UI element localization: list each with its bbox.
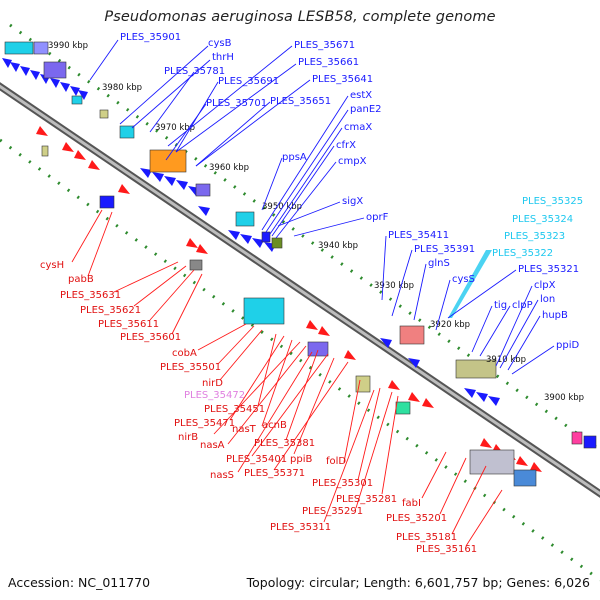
gene-label: PLES_35281 bbox=[336, 494, 397, 505]
tick-label: 3920 kbp bbox=[430, 320, 470, 330]
gene-label: PLES_35901 bbox=[120, 32, 181, 43]
gene-label: PLES_35181 bbox=[396, 532, 457, 543]
tick-tracks bbox=[0, 23, 600, 582]
gene-label: folD bbox=[326, 456, 346, 467]
gene-label: cysB bbox=[208, 38, 232, 49]
tick-label: 3970 kbp bbox=[155, 123, 195, 133]
gene-label: PLES_35781 bbox=[164, 66, 225, 77]
gene-label: glnS bbox=[428, 258, 450, 269]
gene-label: sigX bbox=[342, 196, 363, 207]
gene-label: lon bbox=[540, 294, 555, 305]
forward-strand-blocks bbox=[4, 41, 597, 449]
highlight-band bbox=[448, 250, 492, 318]
tick-label: 3980 kbp bbox=[102, 83, 142, 93]
gene-label: PLES_35291 bbox=[302, 506, 363, 517]
gene-label: ppsA bbox=[282, 152, 307, 163]
tick-track-inner bbox=[0, 138, 600, 582]
gene-label: cfrX bbox=[336, 140, 356, 151]
tick-label: 3900 kbp bbox=[544, 393, 584, 403]
gene-label: nirD bbox=[202, 378, 223, 389]
gene-label: PLES_35501 bbox=[160, 362, 221, 373]
gene-label: PLES_35325 bbox=[522, 196, 583, 207]
gene-label: ppiD bbox=[556, 340, 579, 351]
gene-label: ppiB bbox=[290, 454, 312, 465]
backbone bbox=[0, 82, 600, 498]
gene-label: PLES_35371 bbox=[244, 468, 305, 479]
gene-label: cmpX bbox=[338, 156, 367, 167]
highlight-labels: PLES_35325 PLES_35324 PLES_35323 PLES_35… bbox=[492, 196, 583, 259]
gene-label: nasS bbox=[210, 470, 234, 481]
gene-label: PLES_35621 bbox=[80, 305, 141, 316]
gene-label: PLES_35671 bbox=[294, 40, 355, 51]
gene-label: PLES_35201 bbox=[386, 513, 447, 524]
gene-label: cysS bbox=[452, 274, 475, 285]
tick-labels: 3990 kbp 3980 kbp 3970 kbp 3960 kbp 3950… bbox=[48, 41, 584, 403]
gene-label: PLES_35472 bbox=[184, 390, 245, 401]
gene-label: PLES_35661 bbox=[298, 57, 359, 68]
gene-label: PLES_35401 bbox=[226, 454, 287, 465]
gene-label: PLES_35411 bbox=[388, 230, 449, 241]
gene-label: cysH bbox=[40, 260, 64, 271]
reverse-strand-blocks bbox=[41, 145, 537, 487]
gene-label: PLES_35631 bbox=[60, 290, 121, 301]
tick-label: 3960 kbp bbox=[209, 163, 249, 173]
gene-label: fabI bbox=[402, 498, 421, 509]
gene-label: pabB bbox=[68, 274, 94, 285]
gene-label: PLES_35381 bbox=[254, 438, 315, 449]
bottom-labels: cysH pabB PLES_35631 PLES_35621 PLES_356… bbox=[40, 260, 477, 555]
top-labels: PLES_35901 cysB thrH PLES_35781 PLES_356… bbox=[120, 32, 579, 351]
gene-label: PLES_35324 bbox=[512, 214, 573, 225]
top-callout-lines bbox=[89, 39, 555, 375]
bottom-callout-lines bbox=[71, 209, 503, 547]
accession-text: Accession: NC_011770 bbox=[8, 575, 151, 590]
tick-label: 3930 kbp bbox=[374, 281, 414, 291]
gene-label: acnB bbox=[262, 420, 287, 431]
gene-label: PLES_35161 bbox=[416, 544, 477, 555]
forward-strand-features bbox=[2, 58, 500, 406]
gene-label: tig bbox=[494, 300, 507, 311]
gene-label: PLES_35691 bbox=[218, 76, 279, 87]
tick-label: 3990 kbp bbox=[48, 41, 88, 51]
gene-label: oprF bbox=[366, 212, 389, 223]
genome-summary-text: Topology: circular; Length: 6,601,757 bp… bbox=[246, 575, 590, 590]
gene-label: PLES_35391 bbox=[414, 244, 475, 255]
gene-label: estX bbox=[350, 90, 372, 101]
gene-label: nasA bbox=[200, 440, 225, 451]
gene-label: panE2 bbox=[350, 104, 382, 115]
gene-label: clpP bbox=[512, 300, 533, 311]
gene-label: PLES_35651 bbox=[270, 96, 331, 107]
tick-label: 3940 kbp bbox=[318, 241, 358, 251]
gene-label: nasT bbox=[232, 424, 257, 435]
gene-label: hupB bbox=[542, 310, 568, 321]
gene-label: PLES_35641 bbox=[312, 74, 373, 85]
tick-label: 3950 kbp bbox=[262, 202, 302, 212]
gene-label: PLES_35301 bbox=[312, 478, 373, 489]
gene-label: nirB bbox=[178, 432, 198, 443]
gene-label: PLES_35321 bbox=[518, 264, 579, 275]
map-title: Pseudomonas aeruginosa LESB58, complete … bbox=[104, 9, 496, 25]
tick-label: 3910 kbp bbox=[486, 355, 526, 365]
gene-label: PLES_35311 bbox=[270, 522, 331, 533]
gene-label: PLES_35323 bbox=[504, 231, 565, 242]
gene-label: PLES_35322 bbox=[492, 248, 553, 259]
gene-label: cobA bbox=[172, 348, 197, 359]
gene-label: clpX bbox=[534, 280, 556, 291]
gene-label: PLES_35471 bbox=[174, 418, 235, 429]
gene-label: cmaX bbox=[344, 122, 372, 133]
gene-label: thrH bbox=[212, 52, 234, 63]
tick-track-outer bbox=[9, 23, 600, 452]
gene-label: PLES_35451 bbox=[204, 404, 265, 415]
gene-label: PLES_35611 bbox=[98, 319, 159, 330]
gene-label: PLES_35701 bbox=[206, 98, 267, 109]
gene-label: PLES_35601 bbox=[120, 332, 181, 343]
